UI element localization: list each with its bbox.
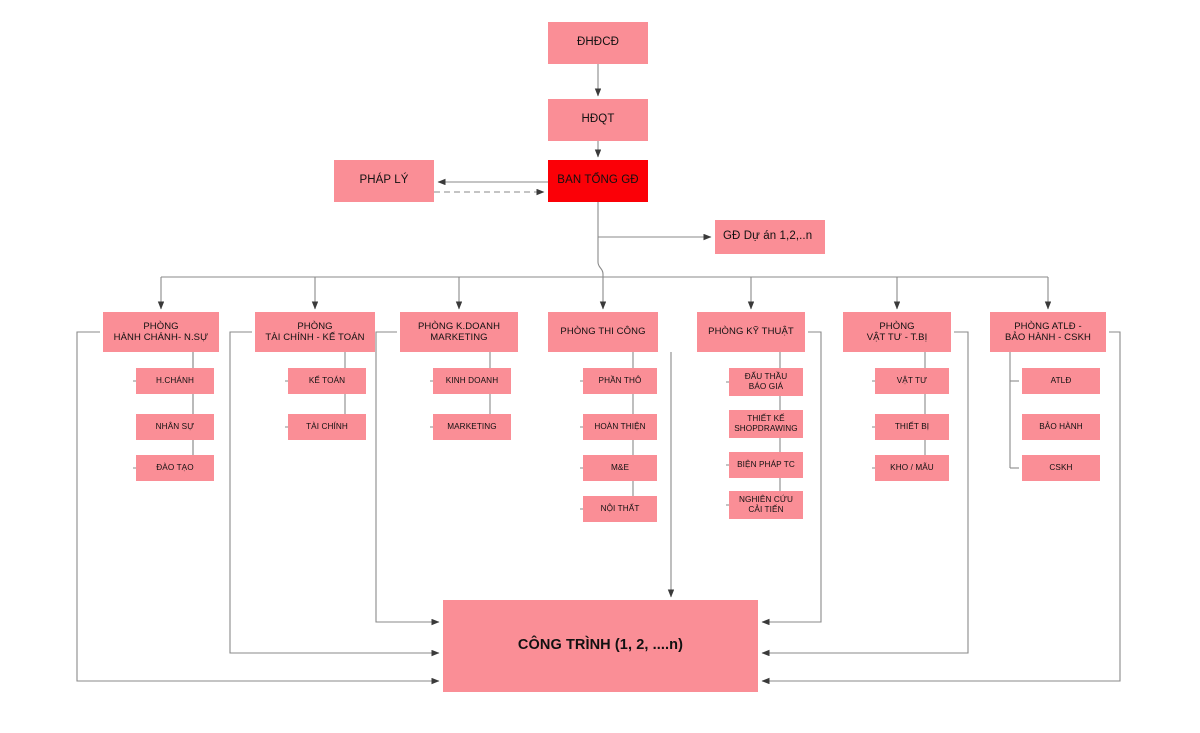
node-subunit[interactable]: NHÂN SỰ bbox=[136, 414, 214, 440]
node-subunit[interactable]: CSKH bbox=[1022, 455, 1100, 481]
node-subunit[interactable]: PHẦN THÔ bbox=[583, 368, 657, 394]
node-subunit[interactable]: H.CHÁNH bbox=[136, 368, 214, 394]
node-general-director-board[interactable]: BAN TỔNG GĐ bbox=[548, 160, 648, 202]
node-subunit[interactable]: VẬT TƯ bbox=[875, 368, 949, 394]
node-department-tai-chinh-ke-toan[interactable]: PHÒNG TÀI CHÍNH - KẾ TOÁN bbox=[255, 312, 375, 352]
node-department-kinh-doanh-marketing[interactable]: PHÒNG K.DOANH MARKETING bbox=[400, 312, 518, 352]
node-subunit[interactable]: BIỆN PHÁP TC bbox=[729, 452, 803, 478]
edge-hanh-chanh-site bbox=[76, 331, 440, 685]
node-subunit[interactable]: NGHIÊN CỨU CẢI TIẾN bbox=[729, 491, 803, 519]
node-subunit[interactable]: KINH DOANH bbox=[433, 368, 511, 394]
node-subunit[interactable]: BẢO HÀNH bbox=[1022, 414, 1100, 440]
node-project-directors[interactable]: GĐ Dự án 1,2,..n bbox=[715, 220, 825, 254]
node-subunit[interactable]: KẾ TOÁN bbox=[288, 368, 366, 394]
node-subunit[interactable]: HOÀN THIỆN bbox=[583, 414, 657, 440]
node-subunit[interactable]: THIẾT BỊ bbox=[875, 414, 949, 440]
node-legal-department[interactable]: PHÁP LÝ bbox=[334, 160, 434, 202]
node-shareholders-assembly[interactable]: ĐHĐCĐ bbox=[548, 22, 648, 64]
node-subunit[interactable]: KHO / MẪU bbox=[875, 455, 949, 481]
node-subunit[interactable]: TÀI CHÍNH bbox=[288, 414, 366, 440]
node-department-vat-tu-thiet-bi[interactable]: PHÒNG VẬT TƯ - T.BỊ bbox=[843, 312, 951, 352]
edge-kinh-doanh-site bbox=[375, 331, 440, 626]
node-subunit[interactable]: ĐÀO TẠO bbox=[136, 455, 214, 481]
node-construction-sites[interactable]: CÔNG TRÌNH (1, 2, ....n) bbox=[443, 600, 758, 692]
node-subunit[interactable]: THIẾT KẾ SHOPDRAWING bbox=[729, 410, 803, 438]
node-subunit[interactable]: MARKETING bbox=[433, 414, 511, 440]
node-subunit[interactable]: NỘI THẤT bbox=[583, 496, 657, 522]
node-board-of-directors[interactable]: HĐQT bbox=[548, 99, 648, 141]
node-department-atld-bao-hanh-cskh[interactable]: PHÒNG ATLĐ - BẢO HÀNH - CSKH bbox=[990, 312, 1106, 352]
node-department-thi-cong[interactable]: PHÒNG THI CÔNG bbox=[548, 312, 658, 352]
node-subunit[interactable]: ATLĐ bbox=[1022, 368, 1100, 394]
node-department-ky-thuat[interactable]: PHÒNG KỸ THUẬT bbox=[697, 312, 805, 352]
node-department-hanh-chanh-nhan-su[interactable]: PHÒNG HÀNH CHÁNH- N.SỰ bbox=[103, 312, 219, 352]
node-subunit[interactable]: ĐẤU THẦU BÁO GIÁ bbox=[729, 368, 803, 396]
node-subunit[interactable]: M&E bbox=[583, 455, 657, 481]
edge-ceo-to-bus bbox=[597, 237, 604, 277]
